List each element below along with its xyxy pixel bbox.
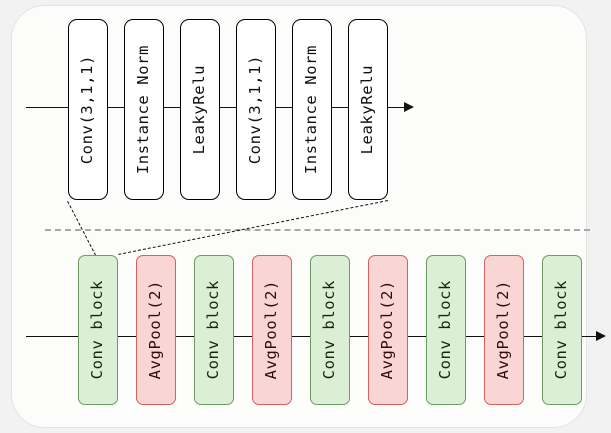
- pipeline-block-5[interactable]: AvgPool(2): [368, 255, 408, 405]
- pipeline-block-label-1: AvgPool(2): [146, 280, 165, 380]
- pipeline-block-label-2: Conv block: [204, 280, 223, 380]
- conv-internal-block-0[interactable]: Conv(3,1,1): [68, 19, 108, 200]
- conv-internal-block-1[interactable]: Instance Norm: [124, 19, 164, 200]
- pipeline-block-7[interactable]: AvgPool(2): [484, 255, 524, 405]
- conv-internal-block-3[interactable]: Conv(3,1,1): [236, 19, 276, 200]
- pipeline-block-label-5: AvgPool(2): [378, 280, 397, 380]
- pipeline-block-label-8: Conv block: [552, 280, 571, 380]
- top-row-arrowhead: [404, 102, 414, 112]
- pipeline-block-3[interactable]: AvgPool(2): [252, 255, 292, 405]
- conv-internal-block-4[interactable]: Instance Norm: [292, 19, 332, 200]
- conv-internal-block-label-3: Conv(3,1,1): [246, 54, 265, 165]
- section-divider: [45, 229, 590, 231]
- conv-internal-block-label-0: Conv(3,1,1): [78, 54, 97, 165]
- pipeline-block-label-3: AvgPool(2): [262, 280, 281, 380]
- pipeline-block-label-4: Conv block: [320, 280, 339, 380]
- conv-internal-block-5[interactable]: LeakyRelu: [348, 19, 388, 200]
- conv-internal-block-label-5: LeakyRelu: [358, 64, 377, 155]
- conv-internal-block-label-2: LeakyRelu: [190, 64, 209, 155]
- pipeline-block-label-6: Conv block: [436, 280, 455, 380]
- conv-internal-block-label-1: Instance Norm: [134, 44, 153, 175]
- conv-internal-block-2[interactable]: LeakyRelu: [180, 19, 220, 200]
- pipeline-block-label-7: AvgPool(2): [494, 280, 513, 380]
- pipeline-block-1[interactable]: AvgPool(2): [136, 255, 176, 405]
- pipeline-block-8[interactable]: Conv block: [542, 255, 582, 405]
- conv-internal-block-label-4: Instance Norm: [302, 44, 321, 175]
- pipeline-block-2[interactable]: Conv block: [194, 255, 234, 405]
- pipeline-block-6[interactable]: Conv block: [426, 255, 466, 405]
- pipeline-block-0[interactable]: Conv block: [78, 255, 118, 405]
- pipeline-block-4[interactable]: Conv block: [310, 255, 350, 405]
- pipeline-block-label-0: Conv block: [88, 280, 107, 380]
- bottom-row-arrowhead: [596, 331, 606, 341]
